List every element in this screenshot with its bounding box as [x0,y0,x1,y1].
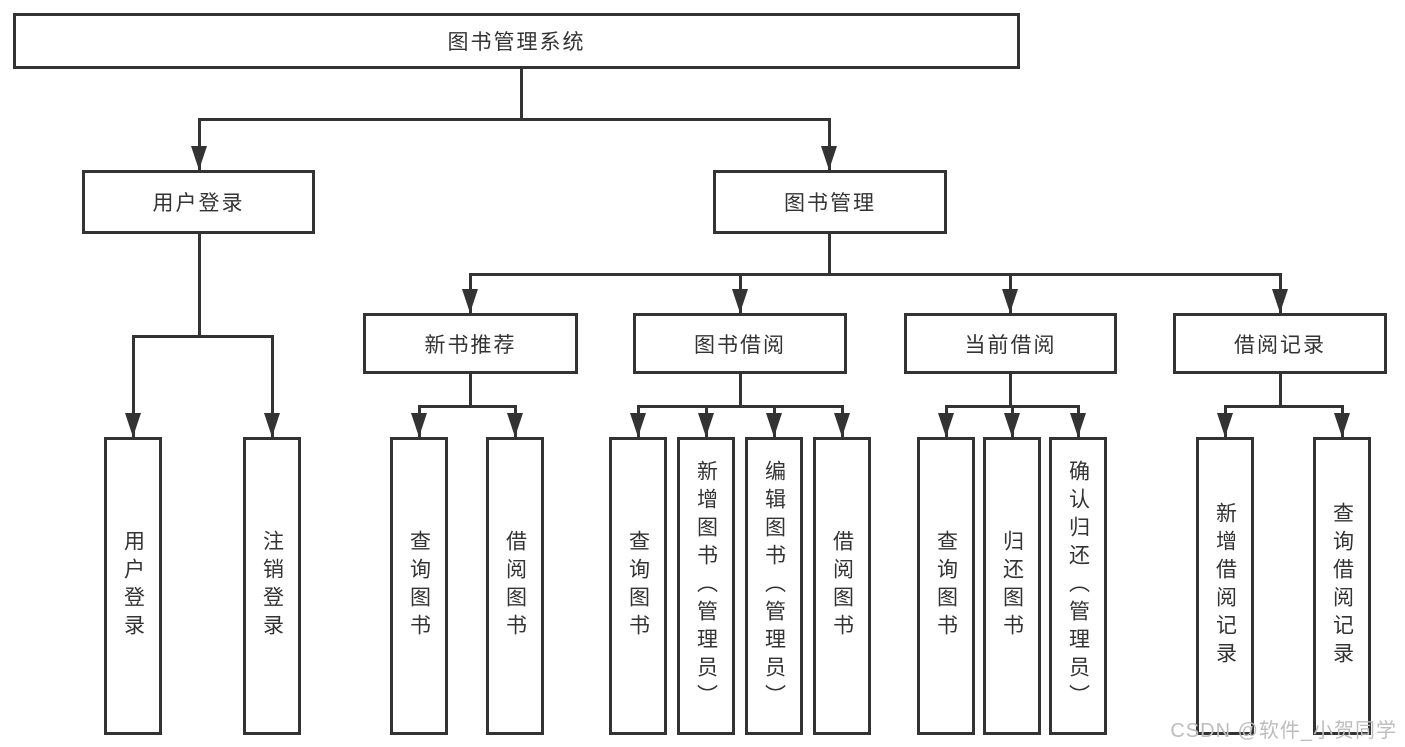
leaf-add-book-admin-label: 新增图书（管理员） [694,460,718,712]
leaf-query-books-recommend: 查询图书 [390,437,448,735]
node-root: 图书管理系统 [13,13,1020,69]
arrow-leaf [411,413,427,437]
arrow-leaf [834,413,850,437]
leaf-logout-login: 注销登录 [243,437,301,735]
arrow-leaf [766,413,782,437]
arrow-to-user-login [191,146,207,170]
node-borrow-records: 借阅记录 [1173,313,1387,374]
node-book-borrow: 图书借阅 [633,313,847,374]
arrow-to-book-management [821,146,837,170]
leaf-add-borrow-record-label: 新增借阅记录 [1213,502,1237,670]
node-user-login-label: 用户登录 [152,192,245,215]
node-borrow-records-label: 借阅记录 [1234,333,1326,357]
leaf-return-book: 归还图书 [983,437,1041,735]
node-book-management-label: 图书管理 [784,192,876,215]
arrow-leaf [698,413,714,437]
leaf-borrow-books-recommend-label: 借阅图书 [503,530,527,642]
connector-current-borrow-stem [1008,374,1012,405]
connector-book-borrow-rail [636,405,844,408]
arrow-leaf [1004,413,1020,437]
node-new-book-recommend: 新书推荐 [363,313,578,374]
leaf-add-book-admin: 新增图书（管理员） [677,437,735,735]
connector-user-login-stem [197,234,201,335]
node-current-borrow-label: 当前借阅 [964,333,1057,357]
arrow-leaf [1217,413,1233,437]
arrow-to-book-borrow [732,289,748,313]
leaf-user-login-label: 用户登录 [121,530,145,642]
leaf-confirm-return-admin: 确认归还（管理员） [1049,437,1107,735]
leaf-query-books-borrow: 查询图书 [609,437,667,735]
leaf-edit-book-admin: 编辑图书（管理员） [745,437,803,735]
connector-borrow-records-stem [1278,374,1282,405]
connector-book-borrow-stem [738,374,742,405]
leaf-add-borrow-record: 新增借阅记录 [1196,437,1254,735]
leaf-query-books-borrow-label: 查询图书 [626,530,650,642]
arrow-leaf [507,413,523,437]
connector-book-management-stem [827,234,831,273]
leaf-query-books-current-label: 查询图书 [934,530,958,642]
connector-level2-rail [468,273,1282,276]
connector-to-leaf-logout [270,335,274,437]
leaf-borrow-books-recommend: 借阅图书 [486,437,544,735]
leaf-logout-login-label: 注销登录 [260,530,284,642]
arrow-leaf [264,413,280,437]
arrow-to-new-book [462,289,478,313]
node-book-borrow-label: 图书借阅 [694,333,786,357]
connector-new-book-rail [417,405,517,408]
connector-user-login-rail [131,335,274,338]
connector-to-leaf-user-login [131,335,135,437]
leaf-edit-book-admin-label: 编辑图书（管理员） [762,460,786,712]
arrow-leaf [630,413,646,437]
arrow-leaf [1334,413,1350,437]
arrow-to-current-borrow [1002,289,1018,313]
connector-to-user-login [197,118,201,170]
arrow-leaf [938,413,954,437]
connector-root-stem [519,68,523,118]
connector-to-book-management [827,118,831,170]
connector-level1-rail [197,118,831,121]
leaf-query-borrow-record-label: 查询借阅记录 [1330,502,1354,670]
node-user-login: 用户登录 [82,170,315,234]
arrow-leaf [125,413,141,437]
leaf-query-borrow-record: 查询借阅记录 [1313,437,1371,735]
leaf-query-books-recommend-label: 查询图书 [407,530,431,642]
leaf-confirm-return-admin-label: 确认归还（管理员） [1066,460,1090,712]
leaf-borrow-books-2: 借阅图书 [813,437,871,735]
node-root-label: 图书管理系统 [447,31,586,54]
connector-new-book-stem [468,374,472,405]
connector-borrow-records-rail [1223,405,1344,408]
leaf-return-book-label: 归还图书 [1000,530,1024,642]
leaf-query-books-current: 查询图书 [917,437,975,735]
leaf-borrow-books-2-label: 借阅图书 [830,530,854,642]
leaf-user-login: 用户登录 [104,437,162,735]
node-book-management: 图书管理 [713,170,947,234]
arrow-to-borrow-records [1272,289,1288,313]
arrow-leaf [1070,413,1086,437]
node-current-borrow: 当前借阅 [904,313,1117,374]
node-new-book-recommend-label: 新书推荐 [424,333,517,357]
watermark: CSDN @软件_小贺同学 [1170,720,1397,742]
